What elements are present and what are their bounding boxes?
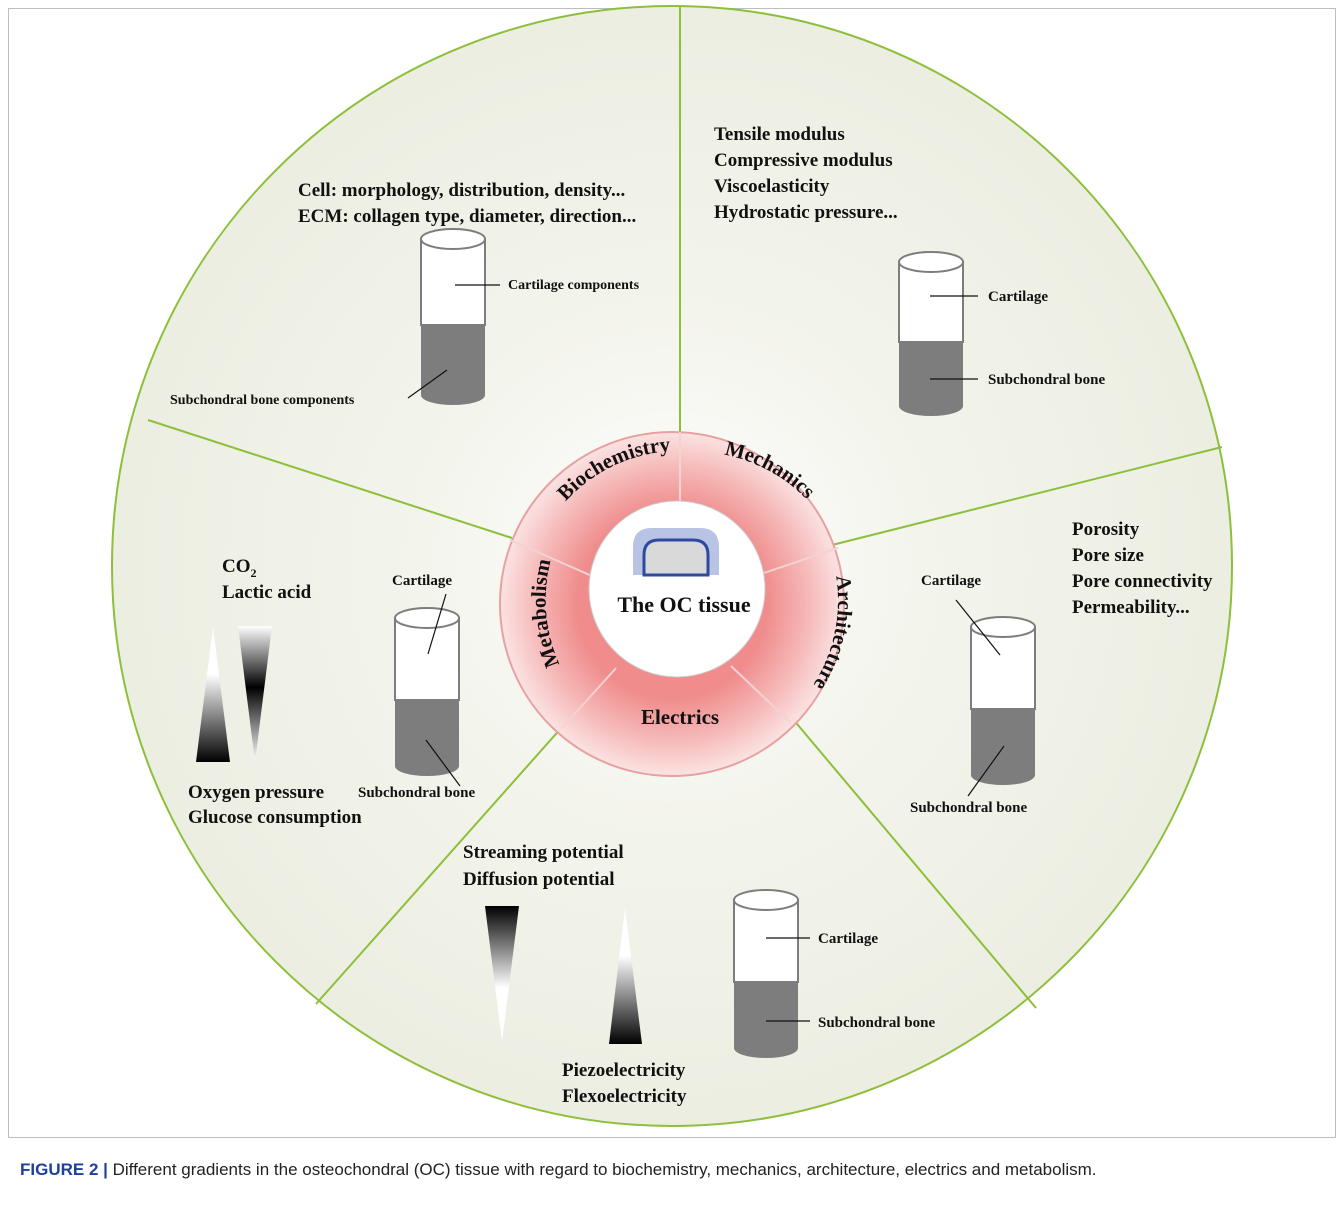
electrics-top-item-2: Diffusion potential	[463, 869, 615, 890]
metabolism-cylinder	[394, 607, 460, 776]
electrics-bottom-item-1: Piezoelectricity	[562, 1060, 686, 1081]
metabolism-bottom-label: Subchondral bone	[358, 785, 475, 801]
biochemistry-panel: Cell: morphology, distribution, density.…	[170, 180, 640, 408]
mechanics-cylinder	[898, 251, 964, 416]
architecture-item-2: Pore size	[1072, 545, 1144, 566]
caption-label: FIGURE 2 |	[20, 1160, 108, 1179]
architecture-panel: Porosity Pore size Pore connectivity Per…	[910, 519, 1213, 816]
electrics-wedge-down	[485, 906, 519, 1042]
electrics-top-item-1: Streaming potential	[463, 842, 624, 863]
electrics-panel: Streaming potential Diffusion potential …	[463, 842, 935, 1107]
biochemistry-line-1: Cell: morphology, distribution, density.…	[298, 180, 625, 201]
metabolism-wedge-up	[196, 627, 230, 762]
mechanics-item-4: Hydrostatic pressure...	[714, 202, 898, 223]
ring-label-electrics: Electrics	[641, 705, 719, 729]
biochemistry-cylinder	[420, 228, 486, 405]
architecture-item-3: Pore connectivity	[1072, 571, 1213, 592]
architecture-top-label: Cartilage	[921, 573, 981, 589]
metabolism-co2: CO2	[222, 556, 257, 580]
mechanics-top-label: Cartilage	[988, 289, 1048, 305]
figure-caption: FIGURE 2 | Different gradients in the os…	[20, 1160, 1320, 1180]
caption-text: Different gradients in the osteochondral…	[107, 1160, 1097, 1179]
electrics-bottom-item-2: Flexoelectricity	[562, 1086, 687, 1107]
biochemistry-line-2: ECM: collagen type, diameter, direction.…	[298, 206, 636, 227]
architecture-item-4: Permeability...	[1072, 597, 1190, 618]
sector-dividers	[147, 6, 1223, 1009]
metabolism-oxygen: Oxygen pressure	[188, 782, 324, 803]
metabolism-glucose: Glucose consumption	[188, 807, 362, 828]
divider-lower-right	[791, 717, 1037, 1009]
metabolism-top-label: Cartilage	[392, 573, 452, 589]
mechanics-item-1: Tensile modulus	[714, 124, 845, 145]
architecture-cylinder	[970, 616, 1036, 785]
metabolism-lactic: Lactic acid	[222, 582, 312, 603]
electrics-top-label: Cartilage	[818, 931, 878, 947]
biochemistry-bottom-label: Subchondral bone components	[170, 393, 355, 408]
divider-upper-left	[147, 419, 513, 539]
architecture-item-1: Porosity	[1072, 519, 1140, 540]
architecture-bottom-label: Subchondral bone	[910, 800, 1027, 816]
electrics-bottom-label: Subchondral bone	[818, 1015, 935, 1031]
mechanics-bottom-label: Subchondral bone	[988, 372, 1105, 388]
electrics-wedge-up	[609, 908, 642, 1044]
mechanics-panel: Tensile modulus Compressive modulus Visc…	[714, 124, 1105, 416]
center-circle	[588, 500, 766, 678]
metabolism-panel: CO2 Lactic acid Oxygen pressure Glucose …	[188, 556, 475, 828]
mechanics-item-2: Compressive modulus	[714, 150, 893, 171]
center-title: The OC tissue	[617, 592, 750, 617]
oc-gradient-diagram: The OC tissue Biochemistry Mechanics Arc…	[111, 5, 1233, 1127]
oc-tissue-icon	[633, 528, 719, 577]
divider-upper-right	[831, 446, 1223, 546]
biochemistry-top-label: Cartilage components	[508, 278, 640, 293]
electrics-cylinder	[733, 889, 799, 1058]
mechanics-item-3: Viscoelasticity	[714, 176, 830, 197]
divider-lower-left	[315, 725, 564, 1005]
metabolism-wedge-down	[238, 626, 272, 762]
